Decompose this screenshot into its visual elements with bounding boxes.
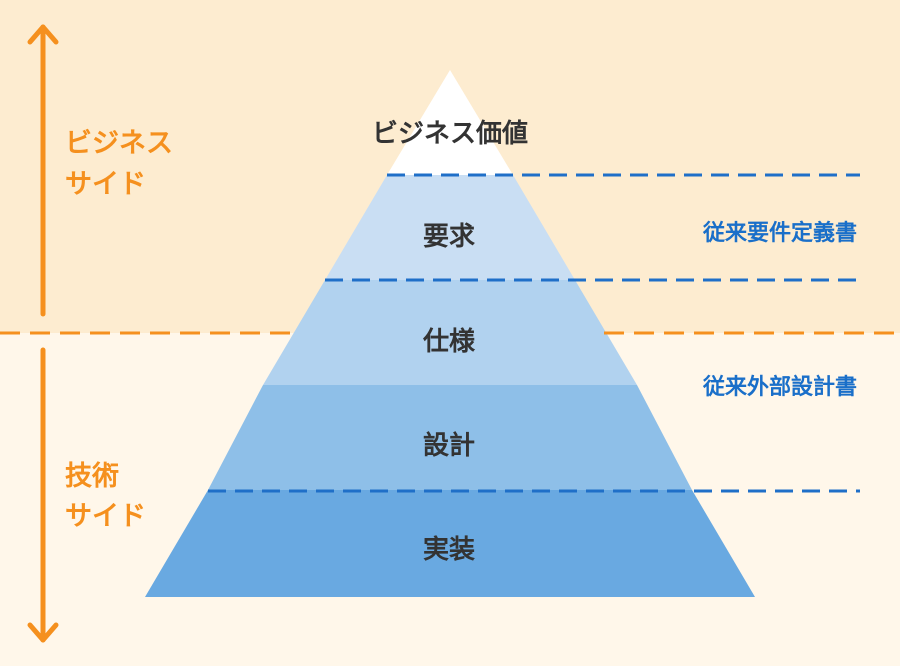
pyramid-label-business-value: ビジネス価値 xyxy=(372,119,528,149)
arrow-up-icon xyxy=(27,24,59,317)
pyramid-tier-specification xyxy=(263,280,637,385)
tech-side-label-line2: サイド xyxy=(65,501,146,532)
arrow-down-icon xyxy=(27,347,59,643)
pyramid-tier-business-value xyxy=(387,70,513,175)
pyramid-label-specification: 仕様 xyxy=(422,326,476,357)
business-side-label-line1: ビジネス xyxy=(65,128,173,159)
pyramid-tier-implementation xyxy=(145,490,755,597)
pyramid xyxy=(145,70,755,597)
pyramid-label-implementation: 実装 xyxy=(423,534,475,565)
pyramid-label-design: 設計 xyxy=(423,430,475,461)
pyramid-label-requirements: 要求 xyxy=(423,222,475,252)
pyramid-tier-design xyxy=(208,385,692,490)
document-label-requirements: 従来要件定義書 xyxy=(702,220,857,246)
document-label-external-design: 従来外部設計書 xyxy=(702,374,857,400)
tech-side-label-line1: 技術 xyxy=(65,461,119,492)
business-side-label-line2: サイド xyxy=(65,169,146,200)
pyramid-tier-requirements xyxy=(325,175,575,280)
